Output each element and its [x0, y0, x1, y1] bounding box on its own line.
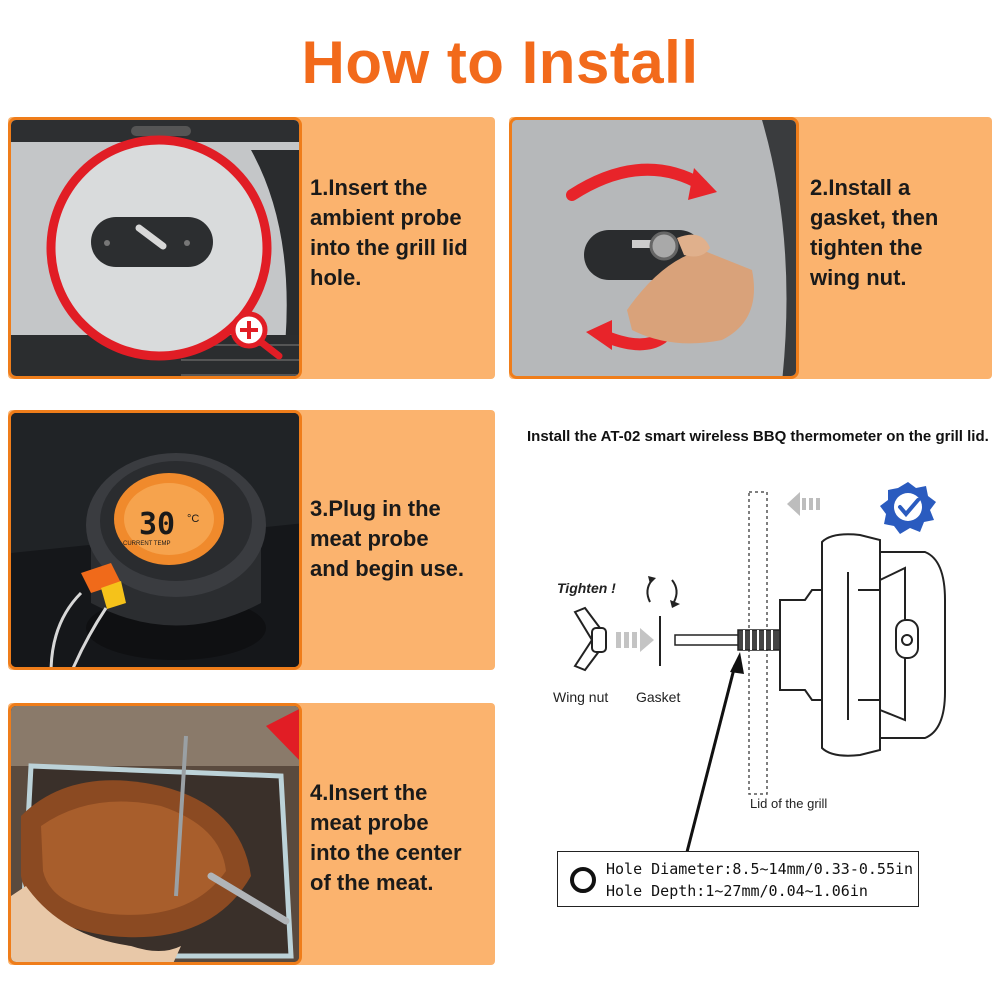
- dotted-arrow-right-icon: [616, 628, 654, 652]
- thermometer-image: [11, 413, 299, 667]
- lid-of-grill-label: Lid of the grill: [750, 796, 828, 811]
- display-caption: CURRENT TEMP: [123, 541, 171, 547]
- tighten-label: Tighten !: [557, 580, 616, 596]
- display-reading: 30: [139, 507, 176, 542]
- step-2-photo: [509, 117, 799, 379]
- step-3-photo: 30 °C CURRENT TEMP: [8, 410, 302, 670]
- hole-depth: Hole Depth:1~27mm/0.04~1.06in: [606, 882, 868, 900]
- gasket-label: Gasket: [636, 689, 681, 705]
- hole-diameter: Hole Diameter:8.5~14mm/0.33-0.55in: [606, 860, 914, 878]
- hole-spec-box: Hole Diameter:8.5~14mm/0.33-0.55in Hole …: [557, 851, 919, 907]
- wing-nut-icon: [573, 606, 607, 672]
- meat-image: [11, 706, 299, 962]
- step-4-photo: [8, 703, 302, 965]
- check-badge-icon: [880, 482, 936, 534]
- probe-shaft: [674, 634, 741, 646]
- thermometer-side-view: [779, 533, 946, 757]
- rotate-cw-icon: [671, 579, 678, 603]
- dotted-arrow-left-icon: [787, 492, 820, 516]
- diagram-title: Install the AT-02 smart wireless BBQ the…: [527, 428, 989, 445]
- grill-lid-image: [11, 120, 299, 376]
- step-1-photo: [8, 117, 302, 379]
- hole-circle-icon: [570, 867, 596, 893]
- display-unit: °C: [187, 513, 200, 525]
- wing-nut-label: Wing nut: [553, 689, 609, 705]
- zoom-icon: [229, 310, 287, 365]
- page-title: How to Install: [301, 29, 699, 96]
- rotate-ccw-icon: [646, 579, 653, 603]
- pointer-arrow: [685, 664, 737, 853]
- wing-nut-image: [512, 120, 796, 376]
